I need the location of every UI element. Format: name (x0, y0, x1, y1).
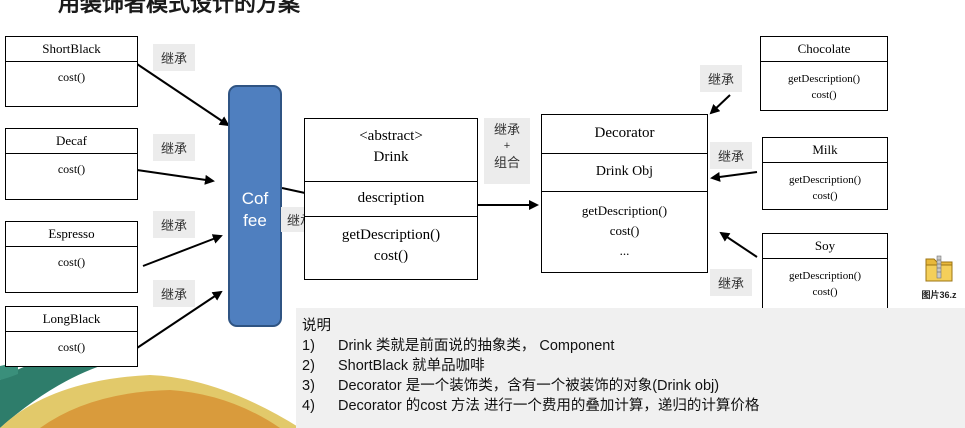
coffee-class: Cof fee (228, 85, 282, 327)
class-name: LongBlack (6, 307, 137, 332)
class-name: Soy (763, 234, 887, 259)
class-name: ShortBlack (6, 37, 137, 62)
class-soy: Soy getDescription() cost() (762, 233, 888, 309)
arrow-decaf (136, 169, 215, 185)
class-method: cost() (57, 162, 86, 176)
file-icon-item[interactable]: 图片36.z (916, 253, 962, 303)
decorator-method: cost() (609, 223, 640, 238)
drink-field: description (305, 182, 477, 217)
notes-panel: 说明 1) Drink 类就是前面说的抽象类， Component 2) Short… (296, 308, 965, 428)
class-name: Espresso (6, 222, 137, 247)
inherit-compose-label: 继承 + 组合 (484, 118, 530, 184)
note-number: 3) (302, 378, 315, 394)
class-methods: getDescription() cost() (763, 259, 887, 300)
class-milk: Milk getDescription() cost() (762, 137, 888, 210)
class-decaf: Decaf cost() (5, 128, 138, 200)
decorator-name: Decorator (542, 115, 707, 154)
inherit-label: 继承 (153, 134, 196, 161)
note-number: 2) (302, 358, 315, 374)
class-methods: getDescription() cost() (763, 163, 887, 204)
class-method: cost() (812, 190, 838, 202)
class-method: cost() (811, 89, 837, 101)
class-name: Decaf (6, 129, 137, 154)
drink-name: Drink (373, 149, 409, 165)
class-method: cost() (57, 255, 86, 269)
inherit-label: 继承 (710, 269, 753, 296)
inherit-label: 继承 (710, 142, 753, 169)
arrow-longblack (130, 290, 223, 353)
class-method: getDescription() (787, 73, 861, 85)
class-method: cost() (57, 340, 86, 354)
arrow-milk (710, 171, 758, 182)
inherit-compose-line: 组合 (493, 155, 520, 170)
note-item: 1) Drink 类就是前面说的抽象类， Component (302, 336, 965, 356)
class-method: getDescription() (788, 270, 862, 282)
class-decorator: Decorator Drink Obj getDescription() cos… (541, 114, 708, 273)
note-item: 4) Decorator 的cost 方法 进行一个费用的叠加计算，递归的计算价格 (302, 396, 965, 416)
drink-header: <abstract> Drink (305, 119, 477, 182)
drink-method: getDescription() (341, 227, 441, 243)
note-number: 4) (302, 398, 315, 414)
note-item: 3) Decorator 是一个装饰类，含有一个被装饰的对象(Drink obj) (302, 376, 965, 396)
class-shortblack: ShortBlack cost() (5, 36, 138, 107)
inherit-compose-line: 继承 (493, 122, 520, 137)
note-text: Decorator 的cost 方法 进行一个费用的叠加计算，递归的计算价格 (338, 398, 760, 414)
class-drink: <abstract> Drink description getDescript… (304, 118, 478, 280)
page-title: 用装饰者模式设计的方案 (58, 0, 301, 16)
arrow-chocolate (709, 94, 731, 115)
note-number: 1) (302, 338, 315, 354)
arrow-espresso (142, 234, 223, 267)
drink-methods: getDescription() cost() (305, 217, 477, 267)
note-text: Decorator 是一个装饰类，含有一个被装饰的对象(Drink obj) (338, 378, 720, 394)
class-name: Milk (763, 138, 887, 163)
class-longblack: LongBlack cost() (5, 306, 138, 367)
class-method: cost() (57, 70, 86, 84)
inherit-label: 继承 (700, 65, 743, 92)
decorative-background (0, 330, 300, 428)
zip-file-icon (925, 255, 953, 282)
decorator-method: ... (619, 243, 630, 258)
class-methods: getDescription() cost() (761, 62, 887, 103)
inherit-label: 继承 (153, 211, 196, 238)
notes-heading: 说明 (302, 318, 331, 334)
note-item: 2) ShortBlack 就单品咖啡 (302, 356, 965, 376)
inherit-label: 继承 (153, 280, 196, 307)
drink-method: cost() (373, 248, 409, 264)
decorator-field: Drink Obj (542, 154, 707, 192)
file-icon-caption: 图片36.z (921, 290, 957, 300)
class-chocolate: Chocolate getDescription() cost() (760, 36, 888, 111)
arrow-soy (719, 231, 758, 258)
note-text: ShortBlack 就单品咖啡 (338, 358, 485, 374)
decorator-method: getDescription() (581, 203, 668, 218)
class-name: Chocolate (761, 37, 887, 62)
note-text: Drink 类就是前面说的抽象类， Component (338, 338, 615, 354)
drink-stereotype: <abstract> (359, 128, 423, 144)
class-espresso: Espresso cost() (5, 221, 138, 293)
coffee-label-line1: Cof (241, 189, 269, 208)
class-method: cost() (812, 286, 838, 298)
arrow-shortblack (136, 63, 230, 127)
decorator-methods: getDescription() cost() ... (542, 192, 707, 261)
inherit-compose-line: + (503, 140, 511, 152)
coffee-label-line2: fee (243, 211, 267, 230)
inherit-label: 继承 (153, 44, 196, 71)
class-method: getDescription() (788, 174, 862, 186)
